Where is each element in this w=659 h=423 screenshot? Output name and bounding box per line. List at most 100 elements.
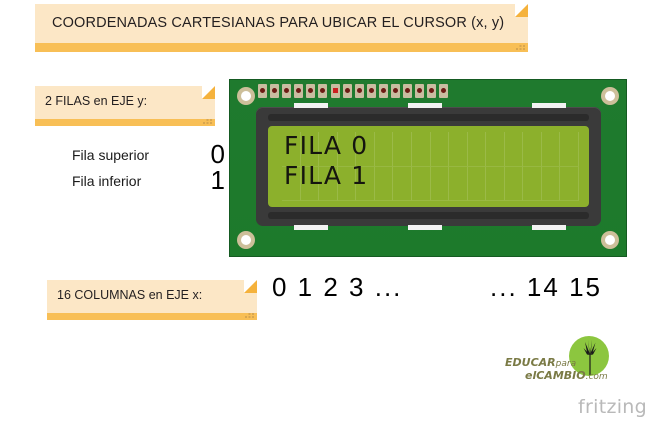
page-title: COORDENADAS CARTESIANAS PARA UBICAR EL C… <box>52 15 505 31</box>
row-legend-value-bottom: 1 <box>210 165 225 195</box>
solder-pad <box>532 103 566 108</box>
lcd-character-cell <box>319 132 338 167</box>
row-legend-item-top: Fila superior 0 <box>60 139 225 169</box>
rows-banner-accent-bar <box>35 119 215 126</box>
rows-banner-body <box>35 86 215 119</box>
lcd-character-cell <box>337 166 357 201</box>
logo-line-1-sub: para <box>555 359 577 369</box>
solder-pad <box>408 103 442 108</box>
folded-corner-icon <box>244 280 257 293</box>
lcd-bezel: FILA 0 FILA 1 <box>256 107 601 226</box>
row-legend-item-bottom: Fila inferior 1 <box>60 165 225 195</box>
row-legend-label-top: Fila superior <box>72 147 150 163</box>
lcd-line-1: FILA 1 <box>284 161 369 190</box>
lcd-module: FILA 0 FILA 1 <box>229 79 627 257</box>
lcd-pin-12 <box>391 84 401 98</box>
logo-line-2-main: elCAMBIO <box>525 369 586 382</box>
row-legend-value-top: 0 <box>210 139 225 169</box>
lcd-character-cell <box>300 132 320 167</box>
row-legend-label-bottom: Fila inferior <box>72 173 142 189</box>
lcd-character-grid <box>282 132 579 201</box>
resize-grip-icon <box>245 313 254 318</box>
solder-pad <box>532 225 566 230</box>
bezel-slot-bottom <box>268 212 589 219</box>
lcd-character-cell <box>430 166 450 201</box>
fritzing-watermark: fritzing <box>578 396 647 418</box>
lcd-character-cell <box>486 132 505 167</box>
lcd-character-cell <box>560 132 579 167</box>
lcd-text: FILA 0 FILA 1 <box>284 131 368 191</box>
pin-header <box>258 84 449 100</box>
resize-grip-icon <box>203 119 212 124</box>
solder-pad <box>408 225 442 230</box>
column-index-legend: 0 1 2 3 ... ... 14 15 <box>272 272 602 312</box>
logo-line-1: EDUCARpara <box>505 356 576 369</box>
rows-banner-label: 2 FILAS en EJE y: <box>45 94 148 108</box>
title-banner-body <box>35 4 528 43</box>
lcd-pin-6 <box>318 84 328 98</box>
lcd-character-cell <box>337 132 357 167</box>
lcd-pin-14 <box>415 84 425 98</box>
lcd-pin-4 <box>294 84 304 98</box>
lcd-character-cell <box>541 132 561 167</box>
title-banner: COORDENADAS CARTESIANAS PARA UBICAR EL C… <box>35 4 528 52</box>
lcd-character-cell <box>411 166 431 201</box>
lcd-character-cell <box>300 166 320 201</box>
lcd-character-cell <box>486 166 505 201</box>
lcd-character-cell <box>282 166 301 201</box>
lcd-line-0: FILA 0 <box>284 131 369 160</box>
educar-para-el-cambio-logo: EDUCARpara elCAMBIO.com <box>503 336 623 388</box>
lcd-pin-2 <box>270 84 280 98</box>
lcd-pin-13 <box>403 84 413 98</box>
mounting-hole-icon <box>601 231 619 249</box>
rows-banner: 2 FILAS en EJE y: <box>35 86 215 126</box>
mounting-hole-icon <box>601 87 619 105</box>
lcd-character-cell <box>523 166 542 201</box>
resize-grip-icon <box>516 45 525 50</box>
lcd-pin-7 <box>330 84 340 98</box>
lcd-pin-3 <box>282 84 292 98</box>
lcd-pin-9 <box>354 84 364 98</box>
lcd-character-cell <box>449 166 468 201</box>
column-index-left: 0 1 2 3 ... <box>272 272 403 302</box>
lcd-pin-8 <box>342 84 352 98</box>
lcd-character-cell <box>282 132 301 167</box>
lcd-pin-16 <box>439 84 449 98</box>
lcd-pin-5 <box>306 84 316 98</box>
lcd-character-cell <box>504 166 524 201</box>
lcd-character-cell <box>411 132 431 167</box>
lcd-pin-10 <box>366 84 376 98</box>
logo-line-1-main: EDUCAR <box>505 356 556 369</box>
lcd-character-cell <box>560 166 579 201</box>
columns-banner-accent-bar <box>47 313 257 320</box>
lcd-character-cell <box>467 132 487 167</box>
solder-pad <box>294 225 328 230</box>
lcd-character-cell <box>393 132 412 167</box>
lcd-pin-1 <box>258 84 267 98</box>
lcd-pin-11 <box>378 84 388 98</box>
logo-line-2-sub: .com <box>585 372 608 382</box>
mounting-hole-icon <box>237 87 255 105</box>
lcd-character-cell <box>374 166 394 201</box>
lcd-pin-15 <box>427 84 437 98</box>
solder-pad <box>294 103 328 108</box>
lcd-character-cell <box>356 132 375 167</box>
lcd-character-cell <box>541 166 561 201</box>
lcd-character-cell <box>430 132 450 167</box>
lcd-character-cell <box>504 132 524 167</box>
bezel-slot-top <box>268 114 589 121</box>
folded-corner-icon <box>202 86 215 99</box>
column-index-right: ... 14 15 <box>490 272 602 302</box>
lcd-character-cell <box>449 132 468 167</box>
tree-icon <box>583 340 597 375</box>
mounting-hole-icon <box>237 231 255 249</box>
folded-corner-icon <box>515 4 528 17</box>
columns-banner-body <box>47 280 257 313</box>
lcd-screen: FILA 0 FILA 1 <box>268 126 589 207</box>
lcd-character-cell <box>393 166 412 201</box>
lcd-character-cell <box>356 166 375 201</box>
columns-banner: 16 COLUMNAS en EJE x: <box>47 280 257 320</box>
logo-line-2: elCAMBIO.com <box>525 369 608 382</box>
columns-banner-label: 16 COLUMNAS en EJE x: <box>57 288 203 302</box>
lcd-character-cell <box>374 132 394 167</box>
